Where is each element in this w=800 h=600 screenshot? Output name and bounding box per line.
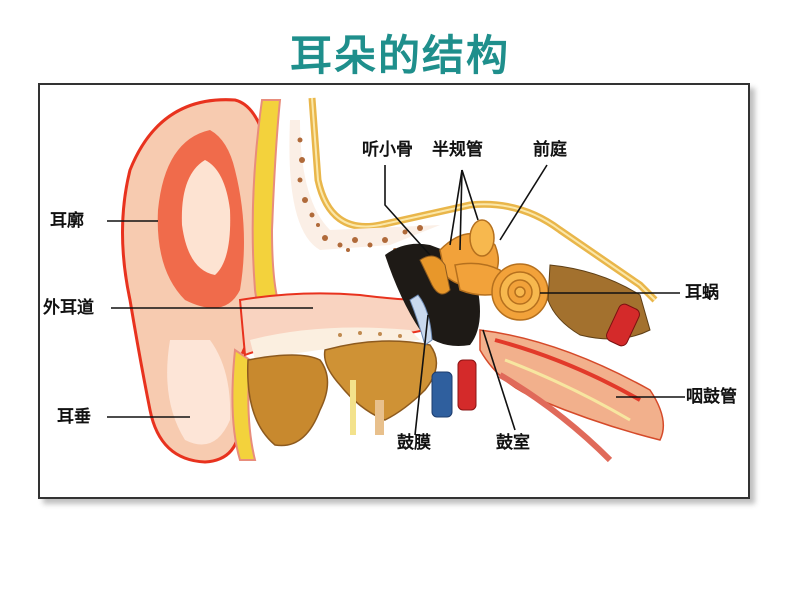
label-eustachian-tube: 咽鼓管	[686, 387, 737, 407]
parotid-gland-right	[323, 340, 438, 421]
parotid-gland-left	[246, 354, 329, 447]
bone-pores	[297, 137, 423, 252]
leader-lines	[107, 164, 685, 436]
label-semicircular-canals: 半规管	[432, 140, 483, 160]
ossicles-shape	[419, 255, 451, 295]
label-auricle: 耳廓	[50, 211, 84, 231]
carotid-artery	[457, 359, 477, 411]
label-earlobe: 耳垂	[57, 407, 91, 427]
jugular-vein	[431, 371, 453, 418]
label-eardrum: 鼓膜	[397, 433, 431, 453]
label-vestibule: 前庭	[533, 140, 567, 160]
internal-carotid-artery	[606, 303, 640, 347]
petrous-bone	[547, 264, 651, 340]
label-ossicles: 听小骨	[362, 140, 413, 160]
label-tympanic-cavity: 鼓室	[496, 433, 530, 453]
label-cochlea: 耳蜗	[685, 283, 719, 303]
inner-ear	[439, 219, 549, 321]
label-ear-canal: 外耳道	[43, 298, 94, 318]
cartilage	[251, 99, 287, 322]
page-title: 耳朵的结构	[289, 31, 510, 80]
